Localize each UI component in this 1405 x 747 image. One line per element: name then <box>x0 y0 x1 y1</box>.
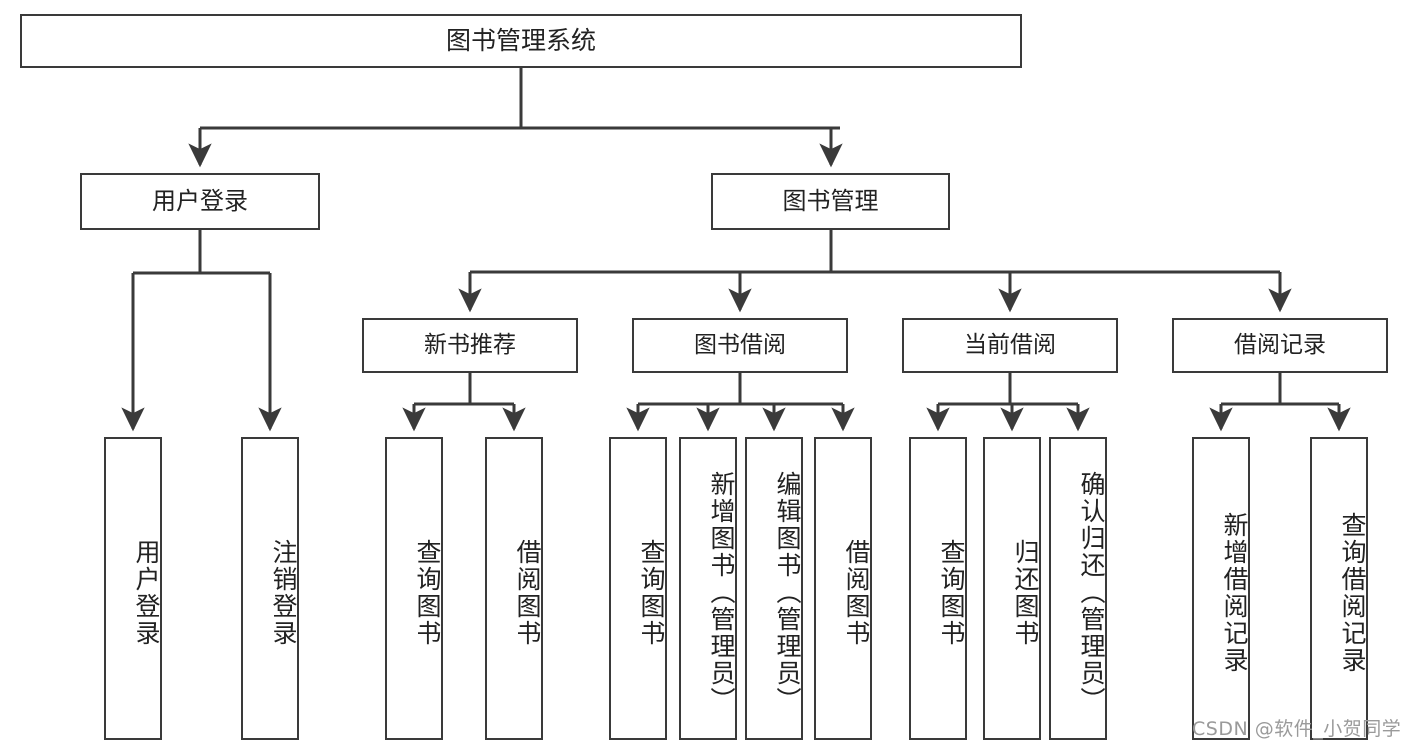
node-borrow-record[interactable]: 借阅记录 <box>1172 318 1388 373</box>
node-leaf-query-book-2[interactable]: 查询图书 <box>609 437 667 740</box>
node-leaf-user-login[interactable]: 用户登录 <box>104 437 162 740</box>
node-user-login-label: 用户登录 <box>152 187 248 216</box>
node-new-book-recommend[interactable]: 新书推荐 <box>362 318 578 373</box>
node-new-book-recommend-label: 新书推荐 <box>424 331 516 358</box>
node-book-borrow-label: 图书借阅 <box>694 331 786 358</box>
node-leaf-query-record[interactable]: 查询借阅记录 <box>1310 437 1368 740</box>
node-leaf-confirm-return-label: 确认归还（管理员） <box>1077 471 1106 714</box>
node-leaf-confirm-return[interactable]: 确认归还（管理员） <box>1049 437 1107 740</box>
node-leaf-borrow-book-2[interactable]: 借阅图书 <box>814 437 872 740</box>
node-current-borrow[interactable]: 当前借阅 <box>902 318 1118 373</box>
node-user-login[interactable]: 用户登录 <box>80 173 320 230</box>
node-leaf-add-book-label: 新增图书（管理员） <box>707 471 736 714</box>
node-borrow-record-label: 借阅记录 <box>1234 331 1326 358</box>
node-leaf-query-book-1[interactable]: 查询图书 <box>385 437 443 740</box>
node-leaf-query-book-3-label: 查询图书 <box>937 538 966 647</box>
node-leaf-borrow-book-1[interactable]: 借阅图书 <box>485 437 543 740</box>
node-leaf-user-logout[interactable]: 注销登录 <box>241 437 299 740</box>
node-leaf-edit-book[interactable]: 编辑图书（管理员） <box>745 437 803 740</box>
node-root[interactable]: 图书管理系统 <box>20 14 1022 68</box>
node-leaf-return-book[interactable]: 归还图书 <box>983 437 1041 740</box>
node-book-manage[interactable]: 图书管理 <box>711 173 950 230</box>
node-leaf-add-book[interactable]: 新增图书（管理员） <box>679 437 737 740</box>
node-leaf-user-logout-label: 注销登录 <box>269 538 298 647</box>
node-current-borrow-label: 当前借阅 <box>964 331 1056 358</box>
node-book-manage-label: 图书管理 <box>782 187 879 216</box>
node-leaf-edit-book-label: 编辑图书（管理员） <box>773 471 802 714</box>
csdn-watermark: CSDN @软件_小贺同学 <box>1192 718 1402 740</box>
node-book-borrow[interactable]: 图书借阅 <box>632 318 848 373</box>
node-leaf-return-book-label: 归还图书 <box>1011 538 1040 647</box>
node-leaf-borrow-book-1-label: 借阅图书 <box>513 538 542 647</box>
node-leaf-borrow-book-2-label: 借阅图书 <box>842 538 871 647</box>
node-root-label: 图书管理系统 <box>445 26 596 55</box>
node-leaf-query-book-2-label: 查询图书 <box>637 538 666 647</box>
node-leaf-user-login-label: 用户登录 <box>132 538 161 647</box>
node-leaf-add-record[interactable]: 新增借阅记录 <box>1192 437 1250 740</box>
node-leaf-query-record-label: 查询借阅记录 <box>1338 511 1367 674</box>
node-leaf-add-record-label: 新增借阅记录 <box>1220 511 1249 674</box>
node-leaf-query-book-1-label: 查询图书 <box>413 538 442 647</box>
node-leaf-query-book-3[interactable]: 查询图书 <box>909 437 967 740</box>
